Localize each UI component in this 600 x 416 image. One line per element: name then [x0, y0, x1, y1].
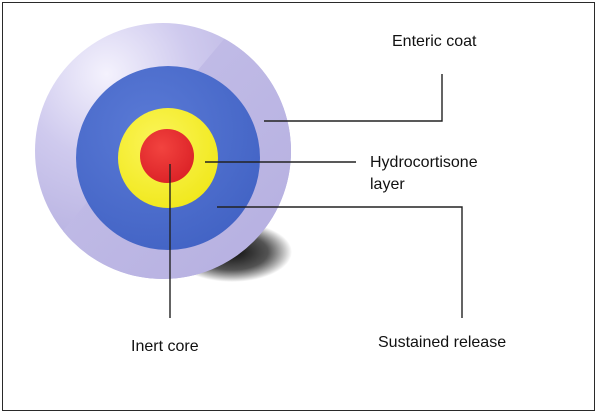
enteric-coat-leader-line [264, 74, 443, 122]
sustained-release-label: Sustained release [378, 334, 507, 351]
hydrocortisone-label-line-1: Hydrocortisone [370, 154, 478, 171]
enteric-coat-label: Enteric coat [392, 33, 477, 50]
hydrocortisone-layer-label: Hydrocortisone layer [370, 152, 478, 196]
inert-core [140, 129, 194, 183]
hydrocortisone-label-line-2: layer [370, 176, 405, 193]
sustained-release-leader-line [217, 206, 463, 318]
inert-core-label: Inert core [131, 338, 199, 355]
